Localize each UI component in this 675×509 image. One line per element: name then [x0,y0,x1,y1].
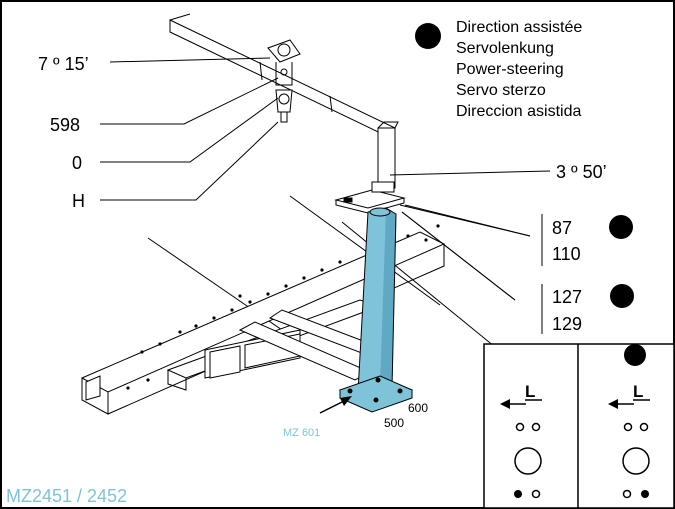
lock-left-arrow-head-icon [500,399,510,409]
leader-lines [100,57,551,334]
lock-right-bullet-icon [624,344,646,366]
legend-bullet-icon [415,23,441,49]
lock-panel: L L [483,343,675,509]
angle-top-label: 7 º 15’ [38,54,89,74]
callout-0: 0 [72,153,82,173]
legend-line-4: Servo sterzo [456,82,546,99]
base-arrow-head [340,396,352,406]
lock-left-hole-a-icon [515,422,525,432]
lock-panel-frame [483,343,675,509]
steering-assembly-drawing [80,13,561,415]
lock-right-arrow-head-icon [608,399,618,409]
lock-left-hole-b-icon [531,422,541,432]
dim-127-bullet-icon [610,284,634,308]
dim-87-bullet-icon [609,215,633,239]
callout-598: 598 [50,115,80,135]
lock-right-dot-open-icon [622,489,632,499]
dim-127: 127 [552,287,582,307]
dim-129: 129 [552,314,582,334]
dim-87: 87 [552,218,572,238]
dim-500: 500 [384,416,404,430]
lock-right-knob-icon [622,447,650,475]
lock-right-hole-b-icon [639,422,649,432]
angle-right-label: 3 º 50’ [556,162,607,182]
callout-h: H [72,191,85,211]
lock-left-letter: L [525,382,535,401]
model-label: MZ2451 / 2452 [6,486,127,506]
lock-right-letter: L [633,382,643,401]
legend-line-1: Direction assistée [456,19,582,36]
legend-line-3: Power-steering [456,61,564,78]
lock-right-dot-filled-icon [641,490,649,498]
base-arrow [319,399,347,414]
lock-left-dot-open-icon [531,489,541,499]
dim-110: 110 [552,244,581,264]
lock-left-knob-icon [514,447,542,475]
dim-600: 600 [408,401,428,415]
column-mz601 [338,207,414,413]
part-code-label: MZ 601 [283,427,320,439]
lock-left-dot-filled-icon [514,490,522,498]
lock-right-hole-a-icon [623,422,633,432]
legend-line-2: Servolenkung [456,40,554,57]
legend-line-5: Direccion asistida [456,103,581,120]
